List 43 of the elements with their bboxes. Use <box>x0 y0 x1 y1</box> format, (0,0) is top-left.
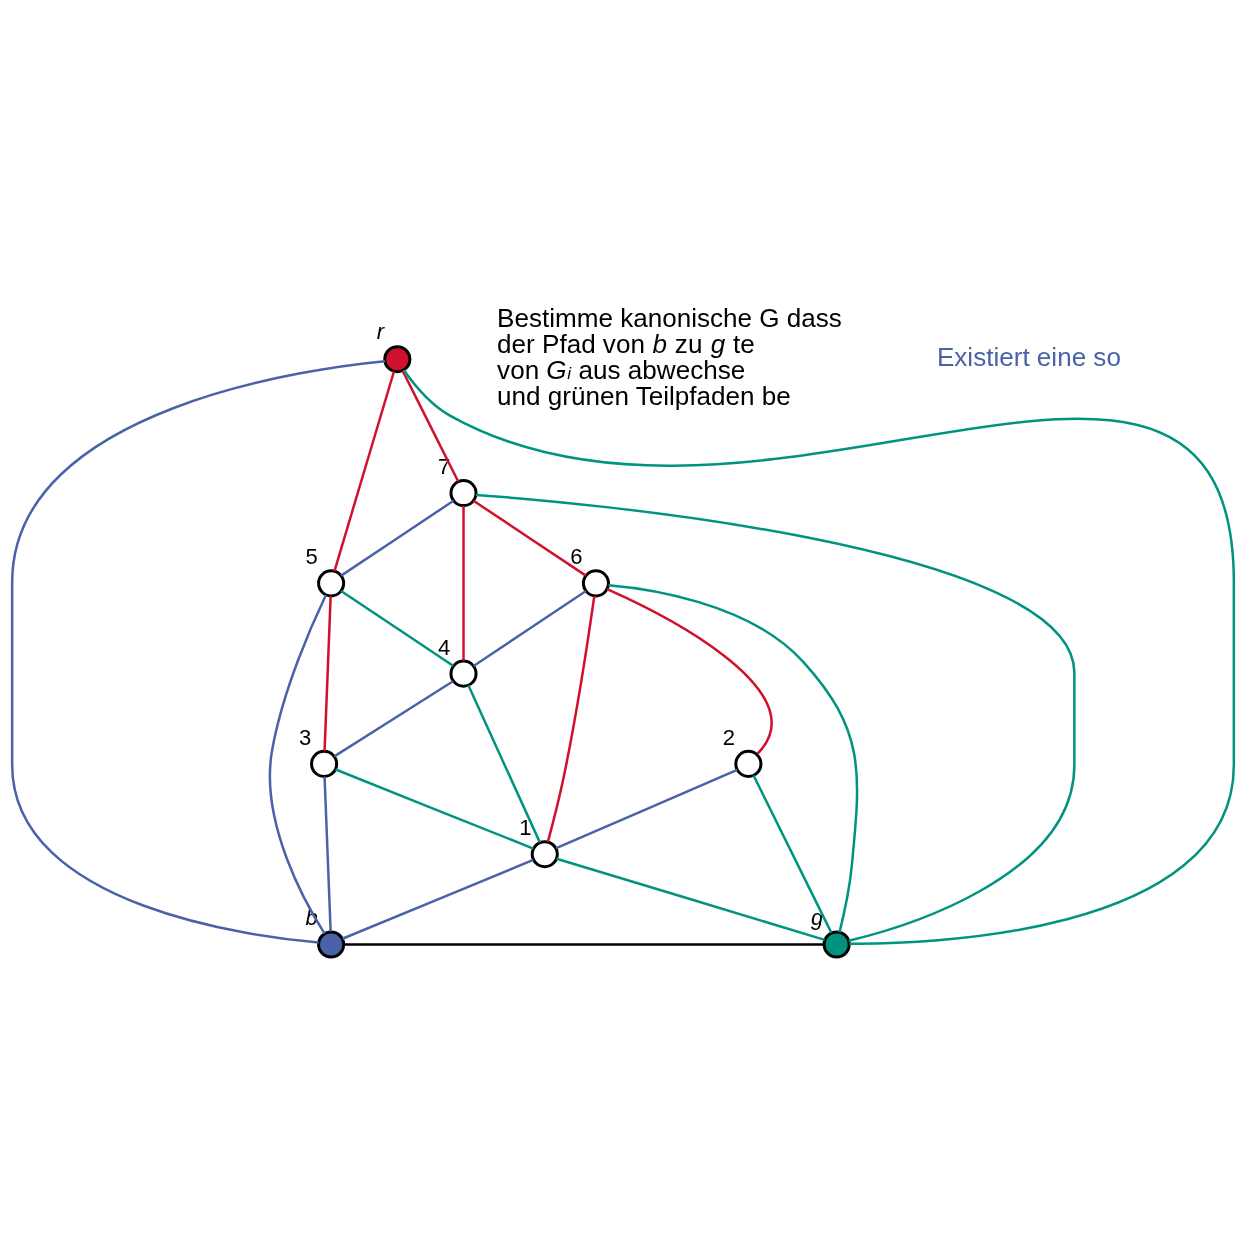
node-label: 1 <box>519 815 532 841</box>
connector <box>606 588 773 755</box>
node-circle <box>734 749 763 778</box>
node-circle <box>822 930 851 959</box>
node-circle <box>581 569 610 598</box>
connector <box>401 370 460 483</box>
connector <box>323 596 332 751</box>
node-label: 4 <box>437 634 451 660</box>
connector <box>10 359 386 944</box>
connector <box>340 589 455 667</box>
node-label: 6 <box>570 544 583 570</box>
connector <box>472 589 587 667</box>
connector <box>546 595 596 843</box>
node-circle <box>530 840 559 869</box>
connector <box>555 768 738 850</box>
connector <box>467 684 541 843</box>
connector <box>333 371 396 572</box>
connector <box>475 493 1076 942</box>
label: Bestimme kanonische G dass der Pfad von b zu g te von Gi aus abwechse und grünen Teilpfaden be <box>497 302 842 412</box>
connector <box>323 776 332 932</box>
connector <box>472 499 587 577</box>
connector <box>462 505 465 661</box>
node-circle <box>317 930 346 959</box>
node-label: r <box>376 319 385 345</box>
connector <box>608 583 859 933</box>
node-circle <box>310 749 339 778</box>
connector <box>343 943 824 946</box>
node-circle <box>317 569 346 598</box>
node-label: 2 <box>722 724 736 750</box>
node-circle <box>449 659 478 688</box>
label: Existiert eine so <box>936 341 1121 372</box>
connector <box>341 858 534 940</box>
connector <box>340 499 455 577</box>
connector <box>333 680 454 758</box>
node-label: 5 <box>305 544 318 570</box>
node-label: 3 <box>298 724 312 750</box>
connector <box>402 369 1236 945</box>
node-circle <box>383 345 412 374</box>
connector <box>268 594 328 935</box>
connector <box>335 768 534 850</box>
connector <box>556 857 826 942</box>
connector <box>752 775 833 934</box>
node-circle <box>449 479 478 508</box>
